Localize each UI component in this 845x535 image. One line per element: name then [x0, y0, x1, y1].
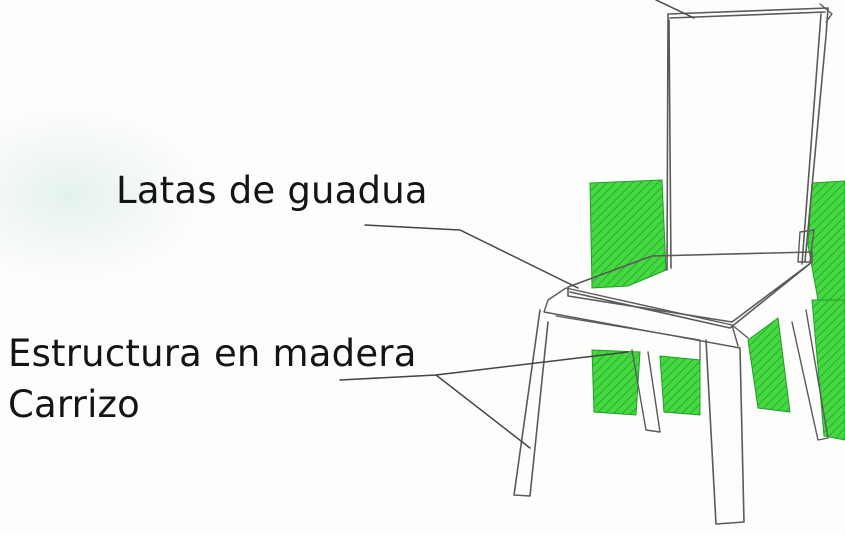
label-carrizo: Carrizo: [8, 383, 141, 426]
leg-back-right: [791, 309, 829, 441]
leader-latas: [364, 224, 579, 289]
leg-front-left: [513, 309, 549, 497]
chair-outline: [513, 3, 833, 525]
backrest-top-corner: [819, 3, 833, 23]
shade-patch-under-left: [591, 349, 641, 416]
leg-back-left: [631, 349, 661, 433]
shade-patch-under-mid: [659, 355, 701, 416]
shade-patch-under-right: [747, 317, 791, 413]
apron-lines: [555, 315, 701, 361]
leg-front-right: [705, 339, 745, 525]
seat: [567, 251, 813, 329]
seat-side-bracket: [797, 229, 815, 263]
green-shading: [589, 179, 845, 441]
label-estructura-en-madera: Estructura en madera: [8, 332, 417, 375]
backrest: [666, 7, 829, 271]
leader-carrizo: [435, 374, 531, 449]
leader-backrest: [655, 0, 695, 19]
leader-lines: [339, 0, 695, 449]
shade-patch-left-back: [589, 179, 667, 289]
background-smudge: [0, 110, 200, 280]
label-latas-de-guadua: Latas de guadua: [116, 169, 428, 212]
